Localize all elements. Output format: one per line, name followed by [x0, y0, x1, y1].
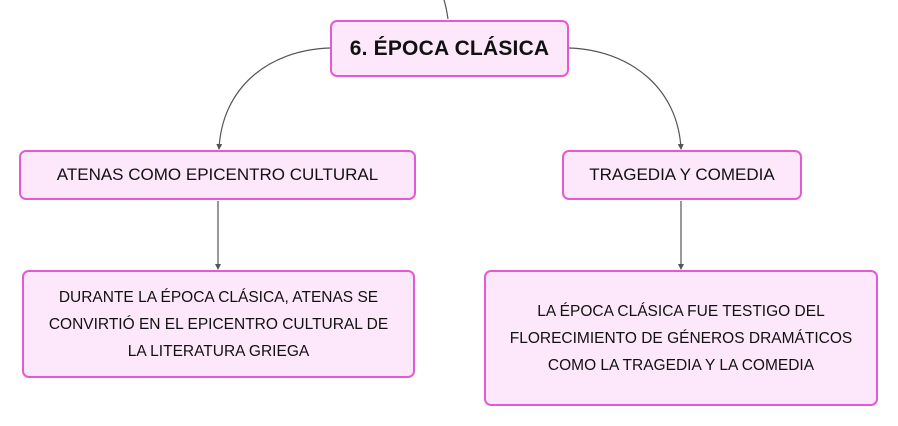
detail-node-atenas[interactable]: DURANTE LA ÉPOCA CLÁSICA, ATENAS SE CONV…	[22, 270, 415, 378]
detail-node-atenas-text: DURANTE LA ÉPOCA CLÁSICA, ATENAS SE CONV…	[49, 284, 388, 365]
detail-line: DURANTE LA ÉPOCA CLÁSICA, ATENAS SE	[58, 288, 379, 306]
root-node[interactable]: 6. ÉPOCA CLÁSICA	[330, 20, 569, 77]
detail-node-tragedia-text: LA ÉPOCA CLÁSICA FUE TESTIGO DEL FLORECI…	[510, 298, 852, 379]
topic-node-tragedia[interactable]: TRAGEDIA Y COMEDIA	[562, 150, 802, 200]
root-node-label: 6. ÉPOCA CLÁSICA	[349, 36, 550, 60]
detail-line: LA ÉPOCA CLÁSICA FUE TESTIGO DEL	[537, 302, 825, 320]
connector-root-to-atenas	[216, 47, 331, 150]
detail-node-tragedia[interactable]: LA ÉPOCA CLÁSICA FUE TESTIGO DEL FLORECI…	[484, 270, 878, 406]
detail-line: COMO LA TRAGEDIA Y LA COMEDIA	[547, 356, 815, 374]
topic-node-atenas-label: ATENAS COMO EPICENTRO CULTURAL	[56, 165, 379, 184]
detail-line: FLORECIMIENTO DE GÉNEROS DRAMÁTICOS	[509, 329, 853, 347]
detail-line: LA LITERATURA GRIEGA	[127, 342, 310, 360]
connector-root-to-tragedia	[568, 47, 684, 150]
topic-node-tragedia-label: TRAGEDIA Y COMEDIA	[589, 165, 775, 184]
connector-from-parent	[443, 0, 449, 20]
detail-line: CONVIRTIÓ EN EL EPICENTRO CULTURAL DE	[48, 315, 389, 333]
topic-node-atenas[interactable]: ATENAS COMO EPICENTRO CULTURAL	[19, 150, 416, 200]
